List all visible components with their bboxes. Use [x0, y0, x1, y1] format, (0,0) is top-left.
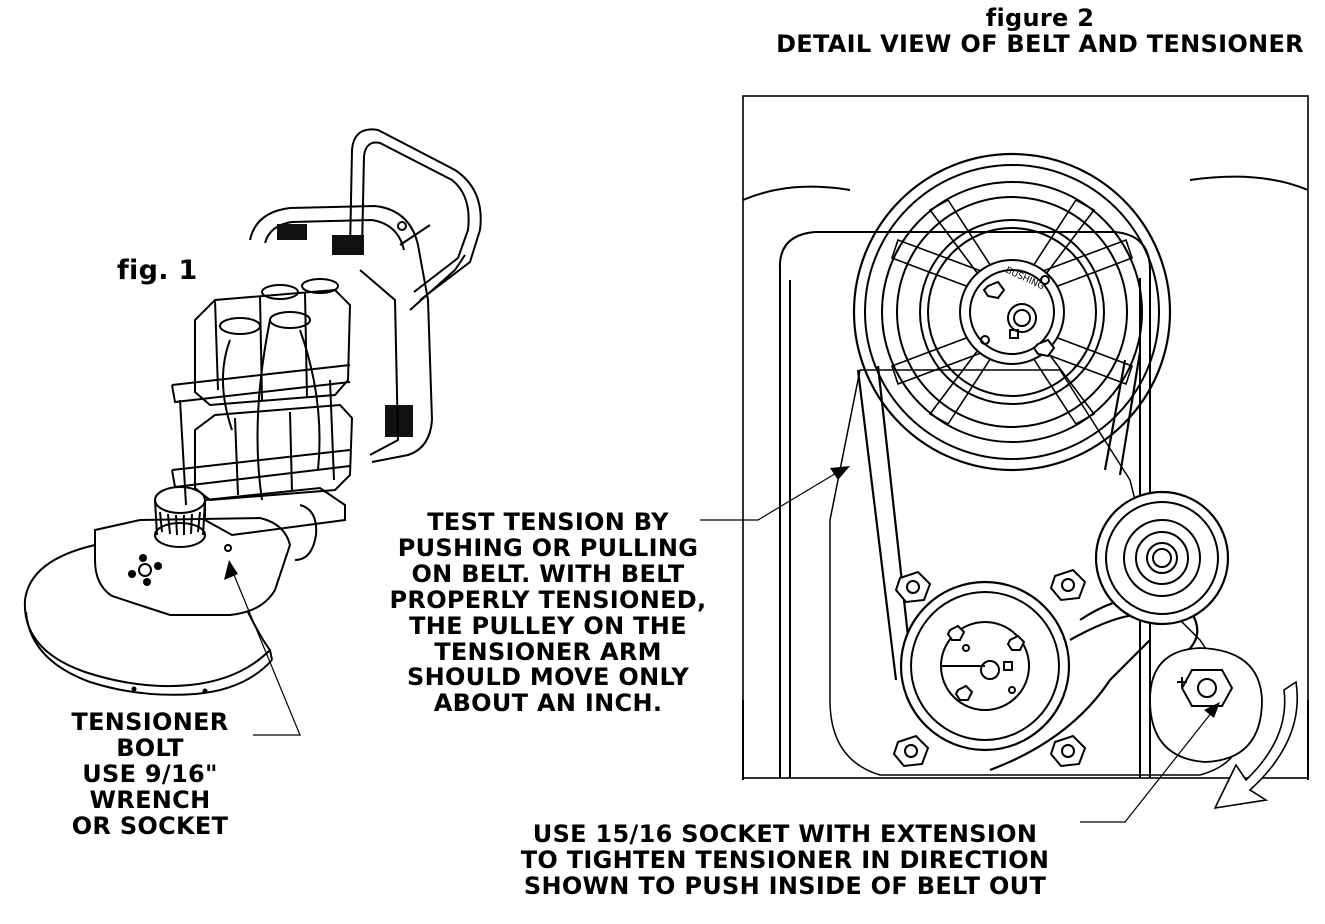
tensioner-arm — [1149, 647, 1263, 763]
drive-belt — [856, 369, 898, 681]
callout-line: SHOULD MOVE ONLY — [406, 663, 690, 692]
machine-housing — [249, 204, 434, 463]
callout-line: WRENCH — [89, 785, 211, 814]
rotation-arrow — [1213, 680, 1299, 810]
socket-arrow — [1204, 702, 1220, 718]
tensioner-bolt-arrow — [224, 560, 238, 580]
tensioner-bolt-hex — [1180, 669, 1234, 707]
figure-1-label: fig. 1 — [117, 255, 198, 286]
figure-2-heading: DETAIL VIEW OF BELT AND TENSIONER — [776, 29, 1304, 58]
callout-line: USE 9/16" — [82, 759, 218, 788]
pad-disc — [23, 544, 191, 688]
battery-pack — [194, 288, 352, 407]
callout-line: THE PULLEY ON THE — [409, 611, 687, 640]
large-pulley: BUSHING — [852, 152, 1172, 472]
figure-2-number: figure 2 — [985, 4, 1095, 32]
socket-callout: USE 15/16 SOCKET WITH EXTENSION TO TIGHT… — [480, 820, 1090, 900]
machine-illustration — [23, 128, 482, 696]
figure-2-title: figure 2 DETAIL VIEW OF BELT AND TENSION… — [760, 4, 1320, 58]
detail-view-panel: BUSHING — [742, 95, 1309, 810]
callout-line: OR SOCKET — [71, 811, 229, 840]
callout-line: PROPERLY TENSIONED, — [389, 585, 707, 614]
tensioner-bolt-leader — [231, 569, 301, 736]
tensioner-bolt-callout: TENSIONER BOLT USE 9/16" WRENCH OR SOCKE… — [40, 708, 260, 840]
idler-pulley — [1094, 490, 1230, 626]
detail-frame — [742, 95, 1309, 779]
test-tension-leader — [700, 471, 839, 521]
callout-line: ABOUT AN INCH. — [433, 689, 663, 718]
machine-handle — [349, 128, 482, 301]
callout-line: TENSIONER BOLT — [71, 708, 229, 762]
callout-line: TO TIGHTEN TENSIONER IN DIRECTION — [520, 845, 1050, 874]
callout-line: TENSIONER ARM — [434, 637, 662, 666]
socket-leader — [1080, 711, 1213, 823]
callout-line: ON BELT. WITH BELT — [411, 559, 685, 588]
drive-pulley — [899, 580, 1071, 752]
test-tension-arrow — [830, 466, 850, 480]
callout-line: SHOWN TO PUSH INSIDE OF BELT OUT — [523, 871, 1047, 900]
callout-line: TEST TENSION BY — [427, 508, 669, 536]
callout-line: PUSHING OR PULLING — [397, 533, 699, 562]
deck-plate — [94, 516, 292, 616]
callout-line: USE 15/16 SOCKET WITH EXTENSION — [532, 820, 1038, 848]
test-tension-callout: TEST TENSION BY PUSHING OR PULLING ON BE… — [372, 508, 724, 718]
mounting-bolts — [892, 568, 1087, 768]
